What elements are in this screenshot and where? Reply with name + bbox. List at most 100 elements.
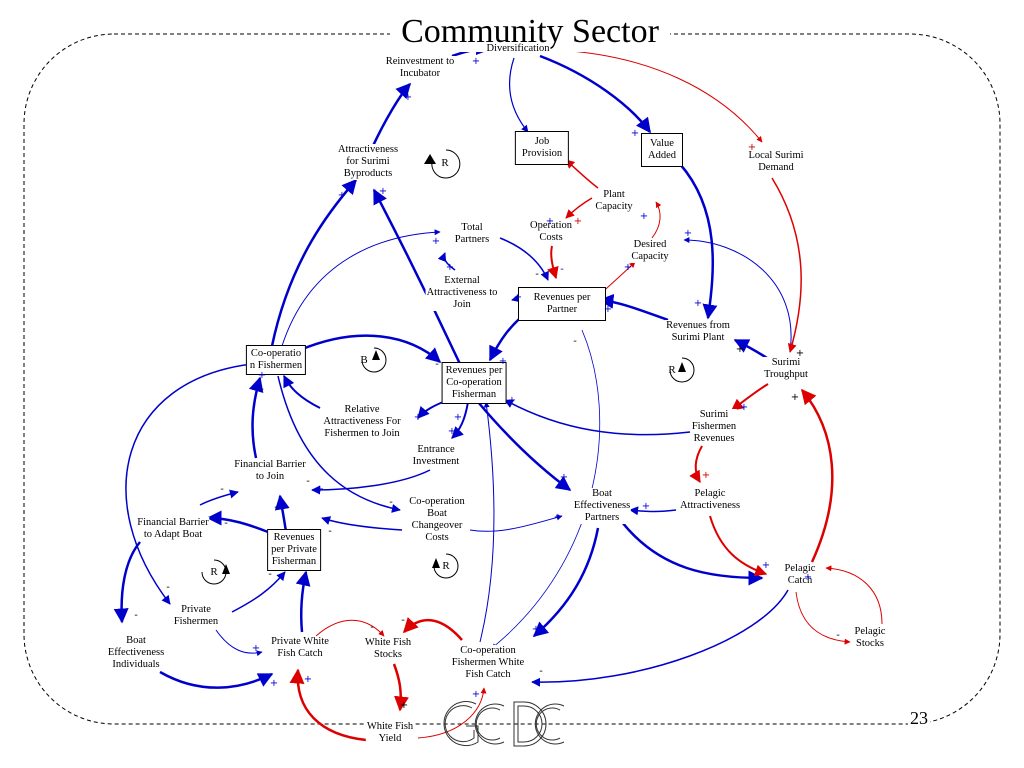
link-coop-attractiveness — [270, 178, 357, 347]
sign-minus: - — [268, 569, 272, 580]
loop-label-r4: R — [442, 560, 450, 572]
sign-plus: + — [803, 572, 813, 583]
sign-plus: + — [701, 470, 711, 481]
node-entrance-investment: Entrance Investment — [411, 444, 461, 468]
node-value-added: Value Added — [641, 133, 683, 167]
link-financialadapt-financialjoin — [199, 489, 239, 506]
link-surimi-desired — [683, 237, 792, 353]
link-whitestocks-yield — [392, 663, 409, 712]
link-pelagicattr-boatpartners — [629, 506, 677, 516]
link-coop-revcoop — [299, 334, 442, 364]
node-pelagic-attractiveness: Pelagic Attractiveness — [678, 488, 742, 512]
loop-b1-arrowhead — [372, 350, 380, 360]
link-plant-operation — [565, 197, 593, 219]
link-boatpartners-pelagic — [621, 521, 764, 586]
sign-minus: - — [260, 384, 264, 395]
link-revcoop-boatpartners — [477, 401, 572, 492]
sign-minus: - — [274, 502, 278, 513]
link-coop-totalpartners — [281, 229, 441, 347]
sign-plus: + — [378, 186, 388, 197]
sign-minus: - — [389, 497, 393, 508]
sign-plus: + — [403, 92, 413, 103]
sign-minus: - — [560, 264, 564, 275]
node-revenues-per-coop-fisherman: Revenues per Co-operation Fisherman — [441, 362, 507, 404]
sign-plus: + — [545, 216, 555, 227]
node-relative-attractiveness: Relative Attractiveness For Fishermen to… — [322, 404, 402, 440]
node-surimi-troughput: Surimi Troughput — [763, 357, 809, 381]
loop-r1-arrowhead — [424, 154, 436, 164]
loop-r2-arc — [669, 357, 695, 383]
node-cooperation-fishermen: Co-operatio n Fishermen — [245, 345, 307, 375]
sign-plus: + — [623, 262, 633, 273]
sign-plus: + — [531, 624, 541, 635]
link-financial-coop — [248, 376, 264, 459]
loop-label-r2: R — [668, 364, 676, 376]
node-attractiveness-byproducts: Attractiveness for Surimi Byproducts — [336, 144, 400, 180]
link-revcoop-attractiveness — [372, 188, 462, 365]
node-pelagic-stocks: Pelagic Stocks — [853, 626, 887, 650]
node-private-white-fish-catch: Private White Fish Catch — [270, 636, 330, 660]
link-entrance-financial — [311, 469, 431, 495]
sign-plus: + — [739, 402, 749, 413]
node-pelagic-catch: Pelagic Catch — [783, 563, 817, 587]
node-boat-effectiveness-partners: Boat Effectiveness Partners — [572, 488, 632, 524]
node-white-fish-yield: White Fish Yield — [365, 721, 415, 745]
link-privatewhite-revprivate — [295, 570, 311, 633]
loop-r4-arrowhead — [432, 558, 440, 568]
link-attractiveness-reinvestment — [370, 82, 412, 149]
sign-minus: - — [306, 476, 310, 487]
link-coop-boatchangeover — [277, 375, 401, 513]
link-stocks-pelagic — [825, 565, 883, 625]
sign-plus: + — [445, 262, 455, 273]
link-value-revenuessurimi — [679, 163, 718, 320]
sign-plus: + — [693, 298, 703, 309]
sign-plus: + — [269, 678, 279, 689]
page-frame — [23, 33, 1001, 725]
link-coopwhite-whitestocks — [402, 617, 463, 641]
sign-minus: - — [370, 622, 374, 633]
sign-plus: + — [507, 395, 517, 406]
sign-plus: + — [513, 292, 523, 303]
sign-minus: - — [535, 269, 539, 280]
sign-minus: - — [539, 666, 543, 677]
node-revenues-private-fisherman: Revenues per Private Fisherman — [267, 529, 321, 571]
sign-plus: + — [471, 56, 481, 67]
link-relative-coop — [283, 374, 321, 409]
sign-plus: + — [735, 344, 745, 355]
sign-plus: + — [471, 689, 481, 700]
loop-label-r3: R — [210, 566, 218, 578]
link-pelagic-surimi — [801, 388, 834, 563]
loop-b1-arc — [361, 347, 387, 373]
sign-plus: + — [251, 643, 261, 654]
sign-plus: + — [303, 674, 313, 685]
link-diversification-job — [509, 57, 529, 133]
sign-plus: + — [790, 392, 800, 403]
sign-plus: + — [573, 216, 583, 227]
sign-minus: - — [836, 630, 840, 641]
sign-plus: + — [553, 512, 563, 523]
sign-minus: - — [401, 615, 405, 626]
sign-minus: - — [134, 610, 138, 621]
node-coop-white-fish-catch: Co-operation Fishermen White Fish Catch — [450, 645, 526, 681]
sign-plus: + — [315, 484, 325, 495]
loop-r2-arrowhead — [678, 362, 686, 372]
node-local-surimi-demand: Local Surimi Demand — [747, 150, 805, 174]
node-surimi-fishermen-revenues: Surimi Fishermen Revenues — [690, 409, 738, 445]
node-revenues-surimi-plant: Revenues from Surimi Plant — [665, 320, 731, 344]
loop-r1-arc — [431, 149, 461, 179]
link-coopwhite-revcoop — [479, 401, 495, 643]
link-boatpartners-coopwhite — [532, 527, 600, 637]
link-pelagic-stocks — [795, 591, 851, 645]
link-privatewhite-whitestocks — [315, 619, 385, 637]
loop-r3-arrowhead — [222, 564, 230, 574]
sign-plus: + — [747, 142, 757, 153]
sign-plus: + — [603, 304, 613, 315]
sign-plus: + — [399, 700, 409, 711]
link-pelagicattr-pelagic — [709, 515, 768, 577]
link-boatchangeover-boatpartners — [469, 514, 563, 532]
loop-label-r1: R — [441, 157, 449, 169]
link-yield-privatewhite — [289, 668, 367, 742]
link-boatchangeover-revprivate — [321, 516, 403, 531]
link-external-total — [437, 252, 456, 271]
